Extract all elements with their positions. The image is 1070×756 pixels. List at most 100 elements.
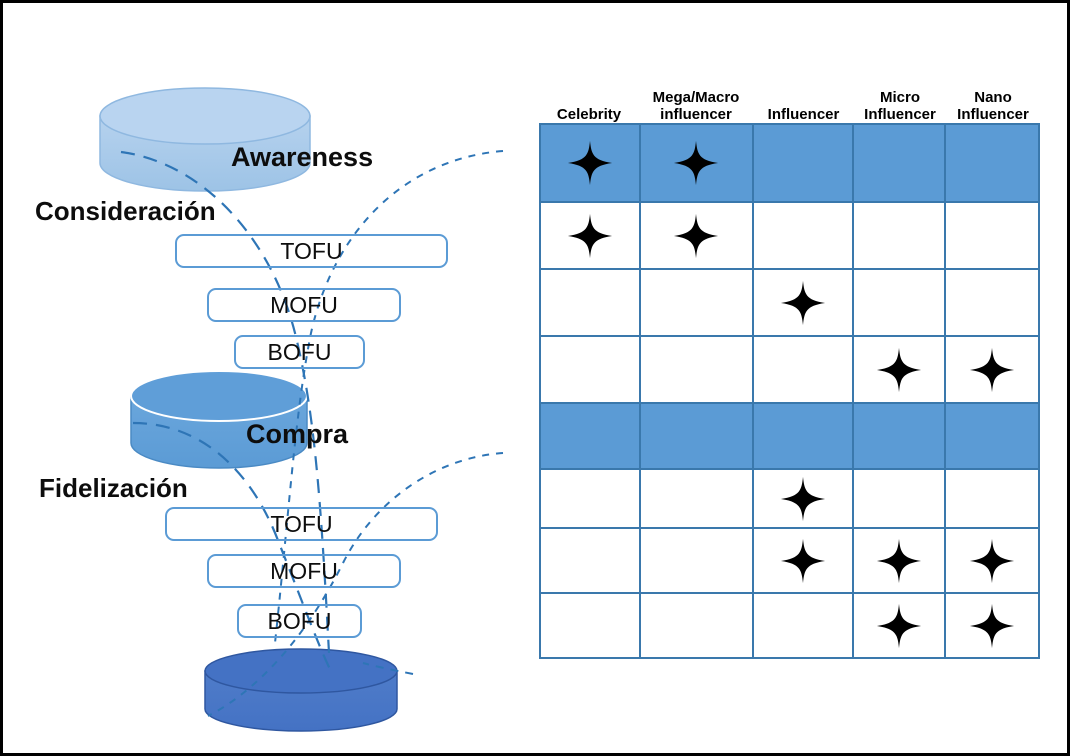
four-pointed-star-icon — [754, 278, 853, 328]
matrix-cell-empty[interactable] — [539, 468, 641, 529]
fidelizacion-mofu-label: MOFU — [270, 557, 338, 584]
funnel-curve-right — [274, 150, 504, 644]
matrix-header-line: Celebrity — [556, 105, 622, 123]
matrix-cell-star[interactable] — [852, 592, 947, 659]
four-pointed-star-icon — [541, 211, 639, 261]
fidelizacion-tofu-label: TOFU — [270, 510, 333, 537]
awareness-cylinder-label: Awareness — [231, 142, 374, 172]
matrix-cell-star[interactable] — [539, 201, 641, 270]
matrix-cell-empty[interactable] — [852, 402, 947, 470]
matrix-cell-empty[interactable] — [638, 527, 754, 594]
matrix-grid — [539, 123, 1040, 659]
funnel-curve-tail — [362, 662, 414, 675]
matrix-cell-empty[interactable] — [539, 335, 641, 404]
matrix-cell-empty[interactable] — [638, 402, 754, 470]
four-pointed-star-icon — [754, 474, 853, 524]
matrix-cell-empty[interactable] — [852, 123, 947, 203]
funnel-curve-lower-left — [132, 421, 334, 676]
fidelizacion-tofu-box[interactable]: TOFU — [165, 507, 438, 541]
consideracion-mofu-box[interactable]: MOFU — [207, 288, 401, 322]
funnel-curve-left — [120, 150, 331, 654]
matrix-cell-empty[interactable] — [852, 268, 947, 337]
consideracion-tofu-box[interactable]: TOFU — [175, 234, 448, 268]
fidelizacion-section-label: Fidelización — [39, 473, 188, 503]
matrix-header-line: Micro — [879, 88, 920, 106]
matrix-cell-empty[interactable] — [638, 468, 754, 529]
matrix-row — [539, 468, 1040, 529]
matrix-cell-star[interactable] — [751, 527, 855, 594]
matrix-cell-empty[interactable] — [539, 402, 641, 470]
compra-cylinder-shape — [130, 370, 308, 469]
matrix-cell-star[interactable] — [638, 123, 754, 203]
retention-cylinder-shape — [204, 648, 398, 732]
matrix-cell-star[interactable] — [852, 335, 947, 404]
matrix-row — [539, 592, 1040, 659]
matrix-cell-star[interactable] — [944, 592, 1040, 659]
matrix-header-line: influencer — [660, 105, 732, 123]
matrix-cell-empty[interactable] — [944, 201, 1040, 270]
consideracion-bofu-box[interactable]: BOFU — [234, 335, 365, 369]
matrix-header-celebrity: Celebrity — [539, 106, 639, 123]
four-pointed-star-icon — [754, 536, 853, 586]
matrix-cell-star[interactable] — [944, 335, 1040, 404]
fidelizacion-mofu-box[interactable]: MOFU — [207, 554, 401, 588]
four-pointed-star-icon — [854, 601, 944, 651]
matrix-cell-empty[interactable] — [944, 402, 1040, 470]
four-pointed-star-icon — [946, 536, 1038, 586]
four-pointed-star-icon — [641, 138, 752, 188]
matrix-header-line: Nano — [974, 88, 1012, 106]
matrix-row — [539, 335, 1040, 404]
matrix-header-line: Influencer — [957, 105, 1029, 123]
consideracion-bofu-label: BOFU — [267, 338, 332, 365]
four-pointed-star-icon — [854, 536, 944, 586]
matrix-cell-empty[interactable] — [944, 123, 1040, 203]
matrix-header-line: Mega/Macro — [652, 88, 740, 106]
matrix-cell-empty[interactable] — [751, 402, 855, 470]
matrix-cell-star[interactable] — [751, 268, 855, 337]
matrix-cell-star[interactable] — [751, 468, 855, 529]
matrix-cell-empty[interactable] — [539, 527, 641, 594]
four-pointed-star-icon — [541, 138, 639, 188]
matrix-cell-empty[interactable] — [944, 268, 1040, 337]
consideracion-section-label: Consideración — [35, 196, 216, 226]
matrix-cell-empty[interactable] — [751, 335, 855, 404]
consideracion-mofu-label: MOFU — [270, 291, 338, 318]
matrix-cell-empty[interactable] — [539, 268, 641, 337]
matrix-row — [539, 123, 1040, 203]
matrix-cell-empty[interactable] — [852, 468, 947, 529]
matrix-cell-empty[interactable] — [852, 201, 947, 270]
four-pointed-star-icon — [854, 345, 944, 395]
compra-cylinder-label: Compra — [246, 419, 349, 449]
awareness-cylinder-shape — [99, 87, 311, 192]
matrix-cell-star[interactable] — [539, 123, 641, 203]
consideracion-tofu-label: TOFU — [280, 237, 343, 264]
matrix-cell-star[interactable] — [852, 527, 947, 594]
matrix-cell-empty[interactable] — [539, 592, 641, 659]
four-pointed-star-icon — [641, 211, 752, 261]
matrix-header-line: Influencer — [767, 105, 840, 123]
matrix-cell-empty[interactable] — [751, 592, 855, 659]
funnel-graphics — [99, 87, 504, 732]
matrix-cell-star[interactable] — [638, 201, 754, 270]
fidelizacion-bofu-box[interactable]: BOFU — [237, 604, 362, 638]
matrix-cell-empty[interactable] — [944, 468, 1040, 529]
funnel-curve-lower-right — [207, 452, 504, 717]
matrix-cell-empty[interactable] — [751, 201, 855, 270]
matrix-cell-empty[interactable] — [638, 335, 754, 404]
four-pointed-star-icon — [946, 601, 1038, 651]
matrix-row — [539, 402, 1040, 470]
matrix-row — [539, 201, 1040, 270]
matrix-header-influencer: Influencer — [753, 106, 854, 123]
matrix-cell-star[interactable] — [944, 527, 1040, 594]
matrix-cell-empty[interactable] — [751, 123, 855, 203]
matrix-header-line: Influencer — [864, 105, 936, 123]
influencer-tier-matrix — [539, 123, 1040, 659]
matrix-cell-empty[interactable] — [638, 592, 754, 659]
matrix-cell-empty[interactable] — [638, 268, 754, 337]
fidelizacion-bofu-label: BOFU — [267, 607, 332, 634]
